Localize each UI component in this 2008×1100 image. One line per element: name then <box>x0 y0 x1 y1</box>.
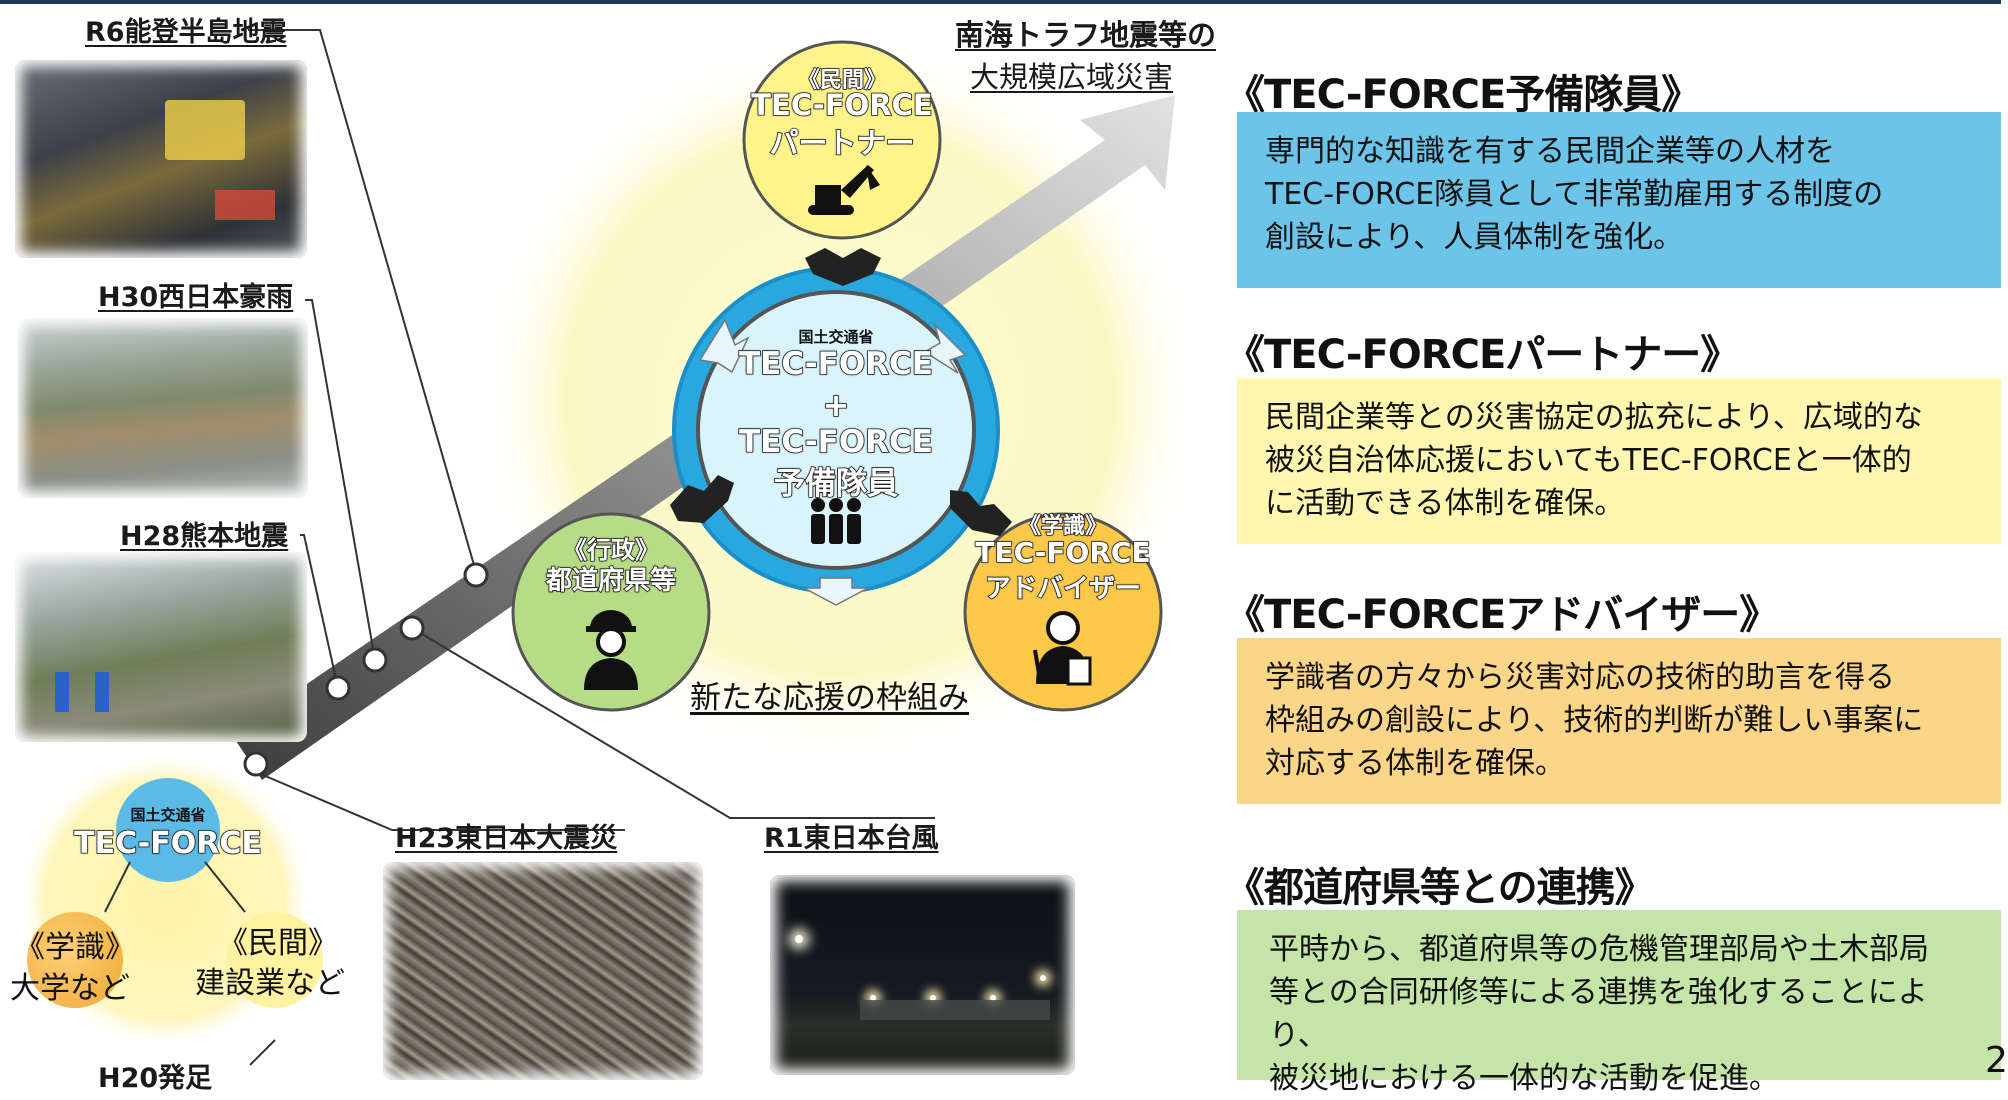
excavator-icon <box>808 165 880 215</box>
origin-academia-desc: 大学など <box>10 971 130 1006</box>
origin-tecforce-circle <box>116 778 220 882</box>
section-text-line: 民間企業等との災害協定の拡充により、広域的な <box>1265 400 1923 435</box>
event-label-h23: H23東日本大震災 <box>395 823 618 854</box>
section-box-prefecture: 平時から、都道府県等の危機管理部局や土木部局 等との合同研修等による連携を強化す… <box>1237 910 2001 1096</box>
event-label-h28: H28熊本地震 <box>120 521 289 552</box>
advisor-tag: 《学識》 <box>1018 513 1108 540</box>
origin-private-circle <box>227 912 323 1008</box>
west-japan-flood-photo <box>18 318 308 498</box>
admin-line1: 都道府県等 <box>545 565 677 597</box>
section-text-line: 被災地における一体的な活動を促進。 <box>1269 1061 1779 1096</box>
center-reserve: 予備隊員 <box>773 465 899 503</box>
section-text-line: TEC-FORCE隊員として非常勤雇用する制度の <box>1265 177 1884 212</box>
future-disaster-line2: 大規模広域災害 <box>970 60 1174 94</box>
advisor-line2: アドバイザー <box>984 573 1142 605</box>
origin-tecforce: TEC-FORCE <box>73 825 262 862</box>
timeline-nodes <box>243 562 489 777</box>
partner-line1: TEC-FORCE <box>750 87 933 123</box>
page-number: 2 <box>1985 1040 2008 1081</box>
handshake-icon <box>670 248 1012 536</box>
origin-academia-circle <box>27 912 123 1008</box>
origin-private-desc: 建設業など <box>195 966 345 1001</box>
section-heading-partner: 《TEC-FORCEパートナー》 <box>1225 332 1740 378</box>
section-heading-prefecture: 《都道府県等との連携》 <box>1225 865 1655 911</box>
future-disaster-line1: 南海トラフ地震等の <box>955 18 1217 52</box>
partner-tag: 《民間》 <box>797 67 887 94</box>
kumamoto-earthquake-photo <box>15 552 307 742</box>
team-icon <box>811 498 861 544</box>
section-text-line: 等との合同研修等による連携を強化することにより、 <box>1269 975 1928 1053</box>
top-rule <box>0 0 2001 4</box>
origin-ministry: 国土交通省 <box>130 806 206 824</box>
section-text-line: 専門的な知識を有する民間企業等の人材を <box>1265 134 1835 169</box>
section-box-partner: 民間企業等との災害協定の拡充により、広域的な 被災自治体応援においてもTEC-F… <box>1237 378 2001 544</box>
event-label-h30: H30西日本豪雨 <box>98 282 294 313</box>
partner-circle <box>742 40 942 240</box>
section-heading-reserve: 《TEC-FORCE予備隊員》 <box>1225 72 1701 118</box>
connector-lines <box>248 29 935 1066</box>
partner-line2: パートナー <box>769 125 916 161</box>
event-label-r6: R6能登半島地震 <box>85 17 287 48</box>
east-japan-typhoon-photo <box>770 875 1075 1075</box>
center-tecforce-2: TEC-FORCE <box>738 423 934 461</box>
section-text-line: 平時から、都道府県等の危機管理部局や土木部局 <box>1269 932 1929 967</box>
section-text-line: 学識者の方々から災害対応の技術的助言を得る <box>1265 660 1895 695</box>
section-box-reserve: 専門的な知識を有する民間企業等の人材を TEC-FORCE隊員として非常勤雇用す… <box>1237 112 2001 288</box>
section-text-line: 被災自治体応援においてもTEC-FORCEと一体的 <box>1265 443 1912 478</box>
section-text-line: 対応する体制を確保。 <box>1265 746 1565 781</box>
section-heading-advisor: 《TEC-FORCEアドバイザー》 <box>1225 592 1779 638</box>
origin-academia-tag: 《学識》 <box>15 930 135 965</box>
section-text-line: 枠組みの創設により、技術的判断が難しい事案に <box>1265 703 1924 738</box>
noto-earthquake-photo <box>15 60 307 258</box>
origin-private-tag: 《民間》 <box>218 926 338 961</box>
cycle-arrow-icon <box>698 318 967 606</box>
great-east-japan-earthquake-photo <box>383 862 703 1080</box>
section-box-advisor: 学識者の方々から災害対応の技術的助言を得る 枠組みの創設により、技術的判断が難し… <box>1237 638 2001 804</box>
scholar-icon <box>1033 611 1092 686</box>
section-text-line: に活動できる体制を確保。 <box>1265 486 1625 521</box>
event-label-h20: H20発足 <box>98 1063 213 1094</box>
center-tecforce: TEC-FORCE <box>738 345 934 383</box>
center-circle <box>696 290 976 570</box>
event-label-r1: R1東日本台風 <box>764 823 939 854</box>
advisor-line1: TEC-FORCE <box>975 535 1152 570</box>
section-text-line: 創設により、人員体制を強化。 <box>1265 220 1684 255</box>
framework-label: 新たな応援の枠組み <box>690 680 969 716</box>
admin-tag: 《行政》 <box>562 535 660 565</box>
center-ministry: 国土交通省 <box>798 328 874 346</box>
center-plus: + <box>822 385 850 425</box>
worker-helmet-icon <box>584 610 638 690</box>
